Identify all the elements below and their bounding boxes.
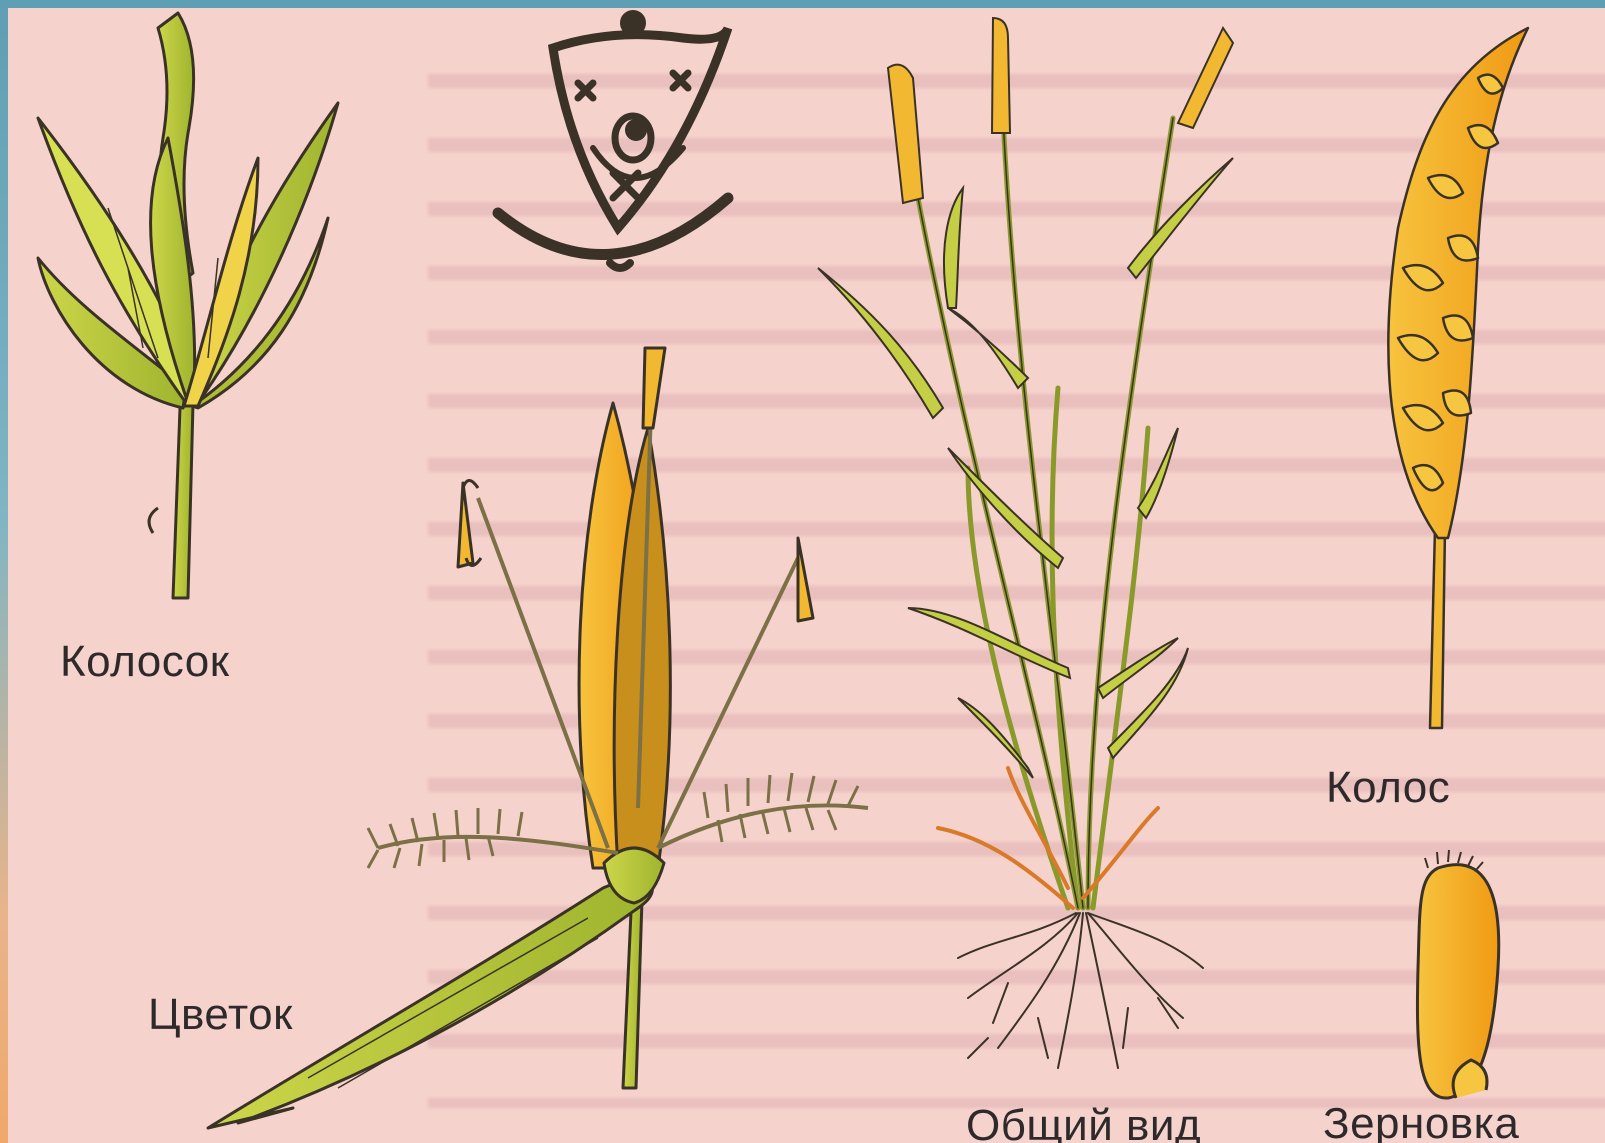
spikelet-label: Колосок	[60, 640, 230, 684]
spikelet-drawing	[38, 13, 338, 598]
flower-drawing	[208, 348, 868, 1128]
spike-label: Колос	[1326, 766, 1450, 810]
flower-label: Цветок	[148, 993, 293, 1037]
wheat-illustration	[8, 8, 1605, 1143]
general-view-label: Общий вид	[966, 1104, 1201, 1143]
illustration-page: Колосок Цветок Общий вид Колос Зерновка	[8, 8, 1605, 1143]
grain-drawing	[1417, 850, 1498, 1098]
spike-drawing	[1388, 28, 1528, 728]
grain-label: Зерновка	[1323, 1102, 1519, 1143]
whole-plant-drawing	[818, 18, 1233, 1068]
floral-diagram	[498, 15, 728, 268]
